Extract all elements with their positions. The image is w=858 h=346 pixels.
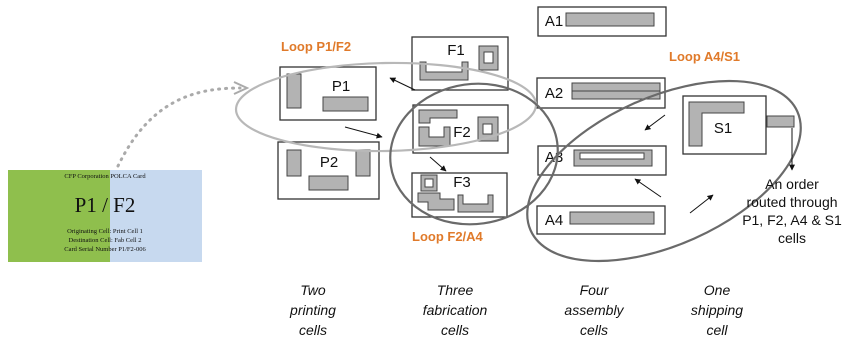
loop-p1-f2-label: Loop P1/F2: [281, 39, 351, 54]
caption-shipping-line-2: shipping: [691, 302, 743, 318]
arrow-p1-to-f2: [344, 126, 383, 139]
caption-shipping-line-3: cell: [706, 322, 728, 338]
cell-s1-label: S1: [714, 120, 732, 137]
order-note-line-1: An order: [765, 176, 819, 192]
arrow-s1-to-a3: [644, 114, 666, 131]
caption-printing-line-2: printing: [289, 302, 336, 318]
card-serial: Card Serial Number P1/F2-006: [64, 246, 146, 253]
cell-f3: F3: [411, 172, 508, 218]
card-title: P1 / F2: [75, 193, 136, 217]
cell-s1: S1: [682, 95, 795, 155]
card-left-panel: [8, 170, 110, 262]
cell-f3-label: F3: [453, 174, 471, 191]
cell-a1-label: A1: [545, 13, 563, 30]
loop-f2-a4-label: Loop F2/A4: [412, 229, 484, 244]
caption-assembly-line-3: cells: [580, 322, 608, 338]
cell-f2-label: F2: [453, 124, 471, 141]
caption-fabrication-line-2: fabrication: [423, 302, 488, 318]
loop-a4-s1-ellipse: [526, 79, 802, 263]
caption-assembly-line-1: Four: [580, 282, 610, 298]
polca-card: CFP Corporation POLCA Card P1 / F2 Origi…: [8, 170, 202, 262]
card-header: CFP Corporation POLCA Card: [64, 173, 146, 180]
cell-a1: A1: [537, 6, 667, 37]
caption-assembly-line-2: assembly: [564, 302, 624, 318]
caption-printing-line-3: cells: [299, 322, 327, 338]
card-destination: Destination Cell: Fab Cell 2: [69, 237, 142, 244]
loop-f2-a4-ellipse: [389, 82, 559, 226]
cell-f2: F2: [412, 104, 509, 154]
cell-a3: A3: [537, 145, 667, 176]
arrow-a4-to-a3: [634, 178, 662, 198]
card-origin: Originating Cell: Print Cell 1: [67, 228, 143, 235]
card-to-p1-dotted-arrow: [116, 86, 242, 168]
cell-a4-label: A4: [545, 212, 563, 229]
arrow-f1-to-p1: [389, 77, 416, 91]
caption-shipping-line-1: One: [704, 282, 731, 298]
arrow-to-s1: [689, 194, 714, 214]
order-note: An order routed through P1, F2, A4 & S1 …: [742, 176, 842, 246]
caption-fabrication: Three fabrication cells: [423, 282, 488, 338]
order-note-line-2: routed through: [746, 194, 837, 210]
caption-fabrication-line-3: cells: [441, 322, 469, 338]
order-note-line-4: cells: [778, 230, 806, 246]
arrow-f2-to-f3: [429, 156, 447, 172]
cell-p1: P1: [279, 66, 377, 121]
caption-printing: Two printing cells: [289, 282, 336, 338]
loop-a4-s1-label: Loop A4/S1: [669, 49, 740, 64]
caption-shipping: One shipping cell: [691, 282, 743, 338]
card-right-panel: [110, 170, 202, 262]
cell-p1-label: P1: [332, 78, 350, 95]
dotted-arrow-head: [233, 81, 250, 95]
cell-a4: A4: [536, 205, 666, 235]
caption-printing-line-1: Two: [300, 282, 326, 298]
cell-f1-label: F1: [447, 42, 465, 59]
caption-assembly: Four assembly cells: [564, 282, 624, 338]
cell-a2-label: A2: [545, 85, 563, 102]
order-note-line-3: P1, F2, A4 & S1: [742, 212, 842, 228]
caption-fabrication-line-1: Three: [437, 282, 474, 298]
cell-a2: A2: [536, 77, 666, 109]
cell-p2-label: P2: [320, 154, 338, 171]
